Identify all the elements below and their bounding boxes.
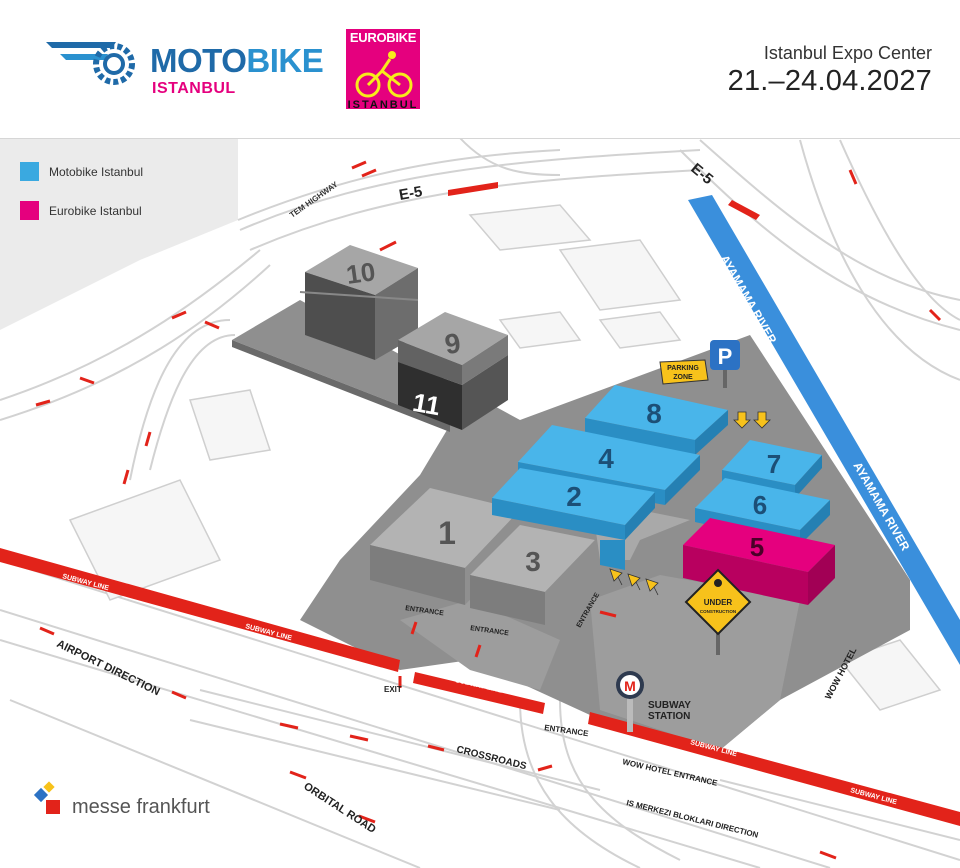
parking-lot [590,575,800,750]
hall-10-label: 10 [344,256,377,290]
legend-label-motobike: Motobike Istanbul [49,165,144,179]
legend-label-eurobike: Eurobike Istanbul [49,204,142,218]
venue-name: Istanbul Expo Center [763,43,932,63]
svg-text:PARKING: PARKING [667,365,699,372]
ayamama-river [688,195,960,665]
eurobike-subtitle: ISTANBUL [347,99,419,111]
hall-11-label: 11 [410,387,442,421]
eurobike-logo: EUROBIKE [346,29,420,109]
parking-zone-tag: PARKING ZONE [659,359,709,385]
hall-2-label: 2 [566,481,582,512]
exit-label: EXIT [384,685,402,694]
messe-frankfurt-logo-icon [33,781,60,814]
header: MOTOBIKE ISTANBUL EUROBIKE ISTANBUL Ista… [0,0,960,139]
legend-swatch-eurobike [20,201,39,220]
hall-9 [398,312,508,385]
cyclist-icon [355,51,413,98]
entry-arrows [609,411,771,596]
svg-text:P: P [718,344,733,369]
hall-4-label: 4 [598,443,614,474]
gear-wing-logo-icon [46,42,135,85]
metro-icon: M [616,671,644,732]
road-network [0,137,960,868]
motobike-wordmark: MOTOBIKE [150,42,324,79]
eurobike-wordmark: EUROBIKE [346,29,420,45]
subway-station-label-2: STATION [648,711,690,722]
hall-1-label: 1 [438,515,456,551]
hall-11 [398,355,508,430]
construction-sign-icon: UNDER CONSTRUCTION [684,568,752,655]
hall-5-label: 5 [750,532,764,562]
svg-text:CONSTRUCTION: CONSTRUCTION [700,609,736,614]
hall-3-label: 3 [525,546,541,577]
hall-5 [683,518,835,605]
hall-3 [470,525,595,625]
subway-line [0,548,960,826]
svg-text:ZONE: ZONE [673,374,693,381]
e5-label-1: E-5 [398,183,424,204]
hall-6-label: 6 [753,490,767,520]
svg-text:UNDER: UNDER [704,598,733,607]
legend-swatch-motobike [20,162,39,181]
hall-7-label: 7 [767,449,781,479]
svg-text:M: M [624,678,636,694]
motobike-subtitle: ISTANBUL [152,80,236,97]
hall-9-label: 9 [443,327,463,360]
hall-8-label: 8 [646,398,662,429]
hall-2 [492,468,655,570]
parking-sign-icon: P [710,340,740,388]
legend-panel [0,138,238,330]
subway-station-label-1: SUBWAY [648,700,691,711]
background-buildings [68,204,942,711]
direction-arrow-icon [35,160,942,860]
hall-8 [585,385,728,455]
event-dates: 21.–24.04.2027 [727,65,932,97]
messe-frankfurt-wordmark: messe frankfurt [72,796,210,818]
